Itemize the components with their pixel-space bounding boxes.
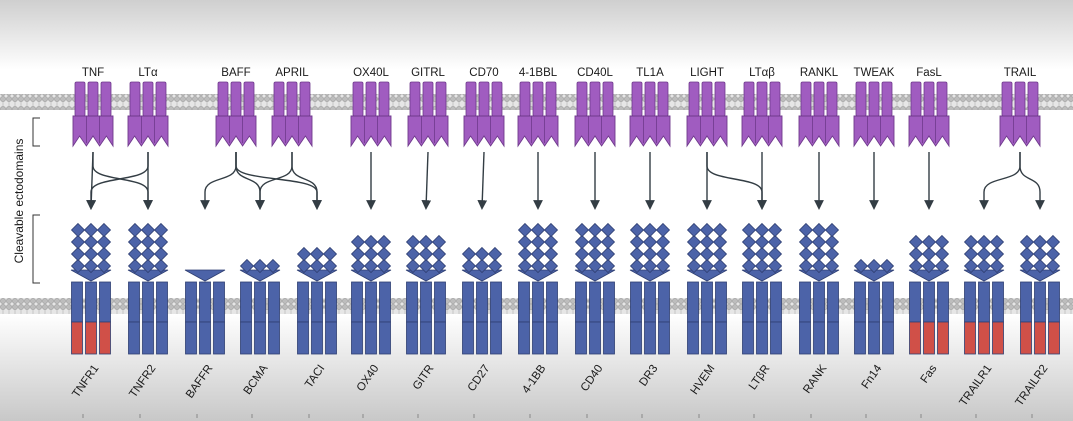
- ligand-light: LIGHT: [686, 67, 728, 148]
- ligand-ox40l: OX40L: [350, 67, 392, 148]
- receptor-cd40: CD40: [574, 222, 616, 418]
- ligand-label: APRIL: [275, 67, 309, 79]
- ligand-tnf: TNF: [72, 67, 114, 148]
- interaction-trail: [979, 152, 1045, 210]
- ligand-label: BAFF: [221, 67, 250, 79]
- cleavable-ectodomains-label: Cleavable ectodomains: [12, 139, 26, 264]
- ligand-label: TRAIL: [1004, 67, 1037, 79]
- ligand-lta: LTα: [127, 67, 169, 148]
- arrow-trail-to-trailr2: [1019, 152, 1045, 210]
- ligand-label: LTα: [138, 67, 158, 79]
- ligand-label: 4-1BBL: [519, 67, 558, 79]
- arrow-cd70-to-cd27: [477, 151, 488, 210]
- receptor-dr3: DR3: [629, 222, 671, 418]
- ligand-label: LIGHT: [690, 67, 724, 79]
- receptor-ectodomain-bracket: [32, 214, 40, 284]
- ligand-cd40l: CD40L: [574, 67, 616, 148]
- arrow-gitrl-to-gitr: [421, 151, 432, 210]
- ligand-label: OX40L: [353, 67, 389, 79]
- ligand-trail: TRAIL: [999, 67, 1041, 148]
- ligand-gitrl: GITRL: [407, 67, 449, 148]
- interaction-gitrl: [421, 151, 432, 210]
- ligand-tl1a: TL1A: [629, 67, 671, 148]
- ligand-label: GITRL: [411, 67, 445, 79]
- ligand-ltab: LTαβ: [741, 67, 783, 148]
- ligand-row: TNF LTα BAFF APRIL OX40L GITRL CD70 4-1BBL CD40L…: [72, 67, 1041, 148]
- receptor-hvem: HVEM: [686, 222, 728, 418]
- ligand-fasl: FasL: [908, 67, 950, 148]
- interaction-april: [255, 152, 322, 210]
- ligand-cd70: CD70: [463, 67, 505, 148]
- ligand-label: LTαβ: [749, 67, 775, 79]
- ligand-label: CD70: [469, 67, 498, 79]
- receptor-ox40: OX40: [350, 234, 392, 418]
- ligand-baff: BAFF: [215, 67, 257, 148]
- interaction-arrows: [86, 151, 1045, 210]
- interaction-cd70: [477, 151, 488, 210]
- ligand-label: FasL: [916, 67, 942, 79]
- ligand-tweak: TWEAK: [853, 67, 895, 148]
- ligand-label: TL1A: [636, 67, 664, 79]
- arrow-april-to-taci: [291, 152, 322, 210]
- ligand-label: CD40L: [577, 67, 613, 79]
- receptor-ltbr: LTβR: [741, 222, 783, 418]
- ligand-4-1bbl: 4-1BBL: [517, 67, 559, 148]
- ligand-label: RANKL: [800, 67, 839, 79]
- top-cell-background: [0, 0, 1073, 70]
- ligand-april: APRIL: [271, 67, 313, 148]
- ligand-rankl: RANKL: [798, 67, 840, 148]
- ligand-label: TNF: [82, 67, 104, 79]
- ligand-ectodomain-bracket: [32, 117, 40, 147]
- ligand-label: TWEAK: [854, 67, 895, 79]
- receptor-fn14: Fn14: [853, 258, 895, 418]
- interaction-lta: [86, 152, 153, 210]
